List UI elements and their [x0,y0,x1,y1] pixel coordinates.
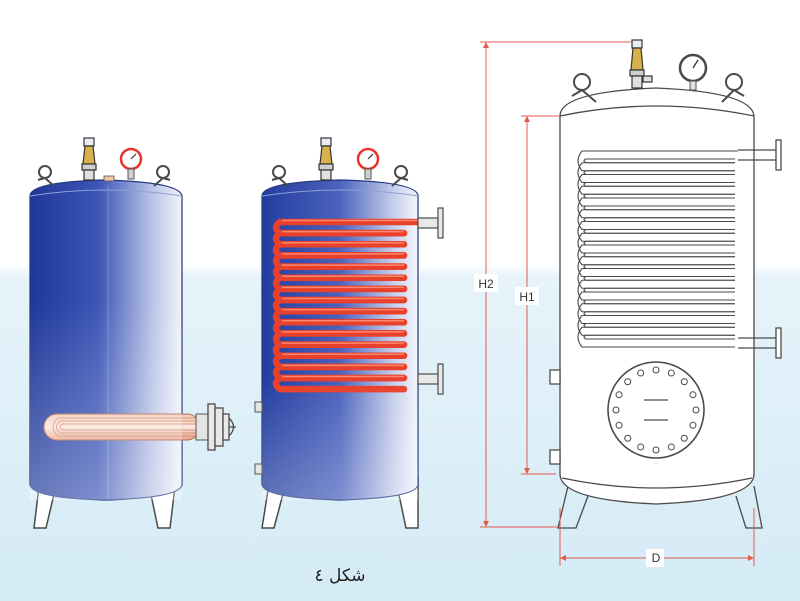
manhole-bolt [689,391,697,399]
manhole-bolt [652,366,660,374]
manhole-bolt [612,406,620,414]
manhole-bolt [689,421,697,429]
manhole-bolt [652,446,660,454]
safety-valve-icon [81,137,97,181]
lifting-lug-icon [571,73,745,103]
coil-turn-outline [577,162,735,184]
manhole-bolt [692,406,700,414]
coil-turn-outline [577,279,735,301]
pressure-gauge-icon [119,147,143,180]
coil-turn-outline [577,303,735,325]
coil-turn-outline [577,267,735,289]
manhole-icon [607,361,705,459]
pressure-gauge-icon [678,53,708,91]
tank1-fade [30,300,182,500]
manhole-bolt [680,434,688,442]
figure-caption: شکل ٤ [314,566,366,586]
dimension-label-h1: H1 [519,290,535,304]
coil-tank-blue [254,137,444,529]
coil-turn-outline [577,326,735,348]
dimension-label-h2: H2 [478,277,494,291]
flange-icon [417,207,444,395]
electric-heater-tank [29,137,236,529]
coil-turn-outline [577,185,735,207]
coil-turn-outline [577,197,735,219]
flange-icon [738,139,782,359]
lifting-lug-icon [271,165,409,187]
pressure-gauge-icon [356,147,380,180]
outline-coil [577,150,738,348]
manhole-bolt [615,391,623,399]
coil-turn-outline [577,173,735,195]
coil-turn-outline [577,220,735,242]
coil-turn-outline [577,209,735,231]
heating-coil [272,218,422,393]
coil-turn-inner [583,334,735,340]
coil-turn-outline [577,291,735,313]
coil-turn-outline [577,244,735,266]
manhole-bolt [667,369,675,377]
coil-turn-outline [577,232,735,254]
tank2-fade [262,380,418,500]
coil-turn-outline [577,256,735,278]
manhole-bolt [637,443,645,451]
coil-turn-outline [577,150,738,172]
tank3-sockets [549,369,561,465]
coil-turn-outline [577,314,735,336]
coil-tank-outline [549,39,782,529]
manhole-bolt [637,369,645,377]
manhole-bolt [624,434,632,442]
safety-valve-icon [318,137,334,181]
dimension-label-d: D [652,551,661,565]
manhole-bolt [667,443,675,451]
lifting-lug-icon [37,165,171,187]
manhole-bolt [615,421,623,429]
manhole-bolt [624,378,632,386]
flange-icon [207,403,236,451]
safety-valve-icon [629,39,653,89]
manhole-bolt [680,378,688,386]
